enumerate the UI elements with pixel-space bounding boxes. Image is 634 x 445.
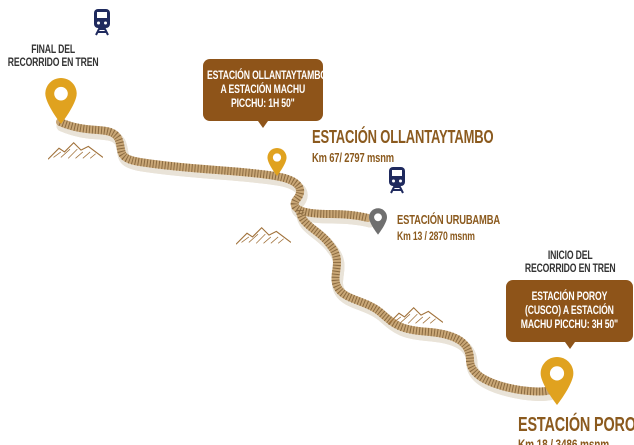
bubble-line: PICCHU: 1H 50" xyxy=(231,96,295,110)
final-label-line: RECORRIDO EN TREN xyxy=(7,55,99,69)
poroy-duration-bubble: ESTACIÓN POROY (CUSCO) A ESTACIÓN MACHU … xyxy=(506,280,633,349)
bubble-line: ESTACIÓN POROY xyxy=(531,289,608,303)
pin-urubamba-icon[interactable] xyxy=(369,208,387,235)
bubble-line: ESTACIÓN OLLANTAYTAMBO xyxy=(207,68,327,82)
train-icon xyxy=(92,8,112,36)
urubamba-altitude: Km 13 / 2870 msnm xyxy=(397,229,475,243)
final-label: FINAL DEL RECORRIDO EN TREN xyxy=(2,43,104,69)
inicio-label-line: RECORRIDO EN TREN xyxy=(524,261,616,275)
inicio-label-line: INICIO DEL xyxy=(547,248,593,262)
mountain-icon xyxy=(48,142,103,160)
bubble-line: A ESTACIÓN MACHU xyxy=(220,82,306,96)
final-label-line: FINAL DEL xyxy=(31,42,75,56)
mountain-icon xyxy=(236,227,291,245)
inicio-label: INICIO DEL RECORRIDO EN TREN xyxy=(518,249,622,275)
ollantaytambo-altitude: Km 67/ 2797 msnm xyxy=(312,150,394,165)
train-icon xyxy=(387,166,407,194)
poroy-name: ESTACIÓN POROY xyxy=(518,414,634,436)
ollantaytambo-name: ESTACIÓN OLLANTAYTAMBO xyxy=(312,127,494,147)
urubamba-name: ESTACIÓN URUBAMBA xyxy=(397,212,500,227)
ollantaytambo-duration-bubble: ESTACIÓN OLLANTAYTAMBO A ESTACIÓN MACHU … xyxy=(203,59,327,128)
railway-track xyxy=(56,118,558,396)
bubble-line: MACHU PICCHU: 3H 50" xyxy=(520,317,619,331)
pin-final-icon[interactable] xyxy=(45,78,77,124)
poroy-altitude: Km 18 / 3486 msnm xyxy=(518,436,610,445)
bubble-line: (CUSCO) A ESTACIÓN xyxy=(525,303,614,317)
